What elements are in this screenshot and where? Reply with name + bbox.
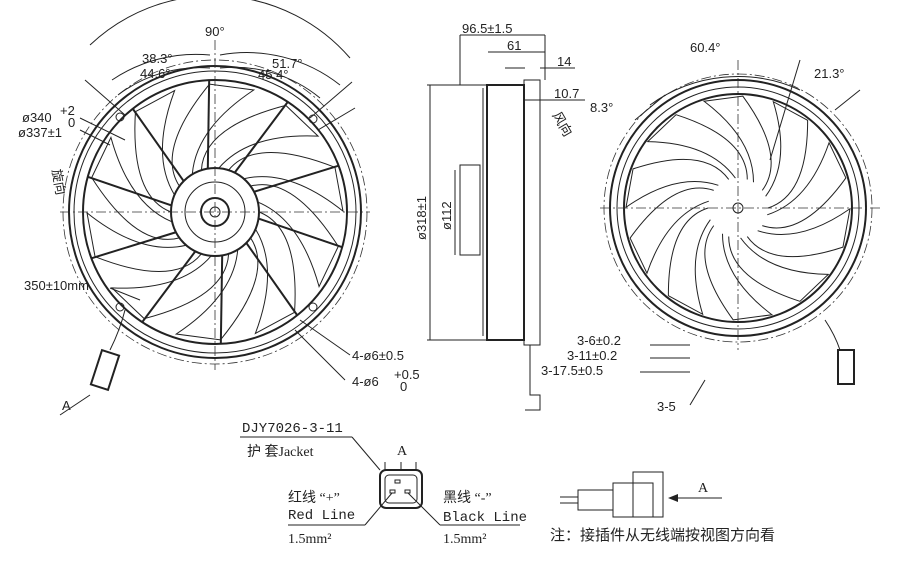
mount-hole: [308, 302, 318, 312]
holes-2-tol-upper: +0.5: [394, 367, 420, 382]
strut: [91, 231, 177, 260]
holes-label-1: 4-ø6±0.5: [352, 348, 404, 363]
dia-318-label: ø318±1: [414, 196, 429, 240]
holes-2-tol-lower: 0: [400, 379, 407, 394]
rotation-label: 旋向: [49, 168, 68, 196]
mount-hole: [115, 112, 125, 122]
blade: [667, 207, 711, 316]
strut: [245, 242, 299, 316]
front-connector: [89, 348, 121, 392]
side-cable: [525, 345, 541, 411]
strut: [219, 255, 224, 344]
blade: [728, 236, 830, 302]
holes-label-2: 4-ø6: [352, 374, 379, 389]
blade: [765, 100, 809, 209]
angle-8-label: 8.3°: [590, 100, 613, 115]
connector-note: 注：接插件从无线端按视图方向看: [550, 527, 775, 544]
red-line-en: Red Line: [288, 508, 355, 524]
angle-90-label: 90°: [205, 24, 225, 39]
strut: [141, 250, 197, 323]
blade: [174, 237, 259, 341]
rear-view: [600, 59, 880, 406]
connector-model: DJY7026-3-11: [242, 421, 343, 437]
holes-c-label: 3-17.5±0.5: [541, 363, 603, 378]
rear-connector: [837, 349, 855, 385]
blade: [646, 114, 748, 180]
red-line-size: 1.5mm²: [288, 532, 331, 547]
black-line-cn: 黑线 “-”: [443, 490, 492, 506]
blade: [625, 158, 730, 209]
angle-38-label: 38.3°: [142, 51, 173, 66]
side-flange: [523, 79, 541, 346]
blade: [629, 187, 714, 275]
blade: [171, 83, 256, 187]
dia-340-label: ø340: [22, 110, 52, 125]
connector-detail: [240, 436, 722, 526]
jacket-label: 护 套Jacket: [247, 444, 314, 460]
holes-d-label: 3-5: [657, 399, 676, 414]
rear-blades: [625, 95, 851, 321]
blade: [762, 141, 847, 229]
angle-45-label: 45.4°: [258, 67, 289, 82]
side-body: [486, 84, 525, 341]
mount-hole: [115, 302, 125, 312]
angle-60-label: 60.4°: [690, 40, 721, 55]
blade: [702, 95, 772, 191]
angle-21-label: 21.3°: [814, 66, 845, 81]
front-struts: [87, 80, 343, 344]
angle-arc-60: [649, 76, 801, 106]
blade: [746, 207, 851, 258]
black-line-size: 1.5mm²: [443, 532, 486, 547]
front-view: [59, 0, 370, 416]
depth-10-7-label: 10.7: [554, 86, 579, 101]
blade: [250, 184, 339, 288]
dia-340-tol-lower: 0: [68, 115, 75, 130]
strut: [253, 164, 339, 193]
dia-112-label: ø112: [439, 201, 454, 230]
strut: [206, 80, 211, 169]
depth-14-label: 14: [557, 54, 571, 69]
airflow-label: 风向: [549, 109, 575, 139]
mount-hole: [308, 114, 318, 124]
motor-profile: [459, 164, 481, 256]
blade: [704, 225, 774, 321]
strut: [131, 108, 185, 182]
connector-view-label: A: [397, 444, 408, 459]
depth-96-label: 96.5±1.5: [462, 21, 513, 36]
angle-51-label: 51.7°: [272, 56, 303, 71]
strut: [258, 217, 343, 249]
holes-a-label: 3-6±0.2: [577, 333, 621, 348]
blade: [91, 136, 180, 240]
angle-44-label: 44.6°: [140, 66, 171, 81]
cable-length-label: 350±10mm: [24, 278, 89, 293]
dia-340-tol-upper: +2: [60, 103, 75, 118]
holes-b-label: 3-11±0.2: [567, 348, 617, 363]
side-arrow-label: A: [698, 481, 709, 496]
strut: [87, 175, 172, 207]
view-arrow-a: A: [62, 398, 71, 413]
blade: [134, 89, 176, 213]
strut: [233, 101, 289, 174]
cable: [109, 309, 126, 351]
blade: [254, 211, 296, 335]
side-view: [427, 34, 585, 411]
black-line-en: Black Line: [443, 510, 527, 526]
depth-61-label: 61: [507, 38, 521, 53]
red-line-cn: 红线 “+”: [288, 490, 340, 506]
dia-337-label: ø337±1: [18, 125, 62, 140]
angle-arc-90: [89, 0, 351, 59]
side-connector-body: [577, 489, 614, 511]
